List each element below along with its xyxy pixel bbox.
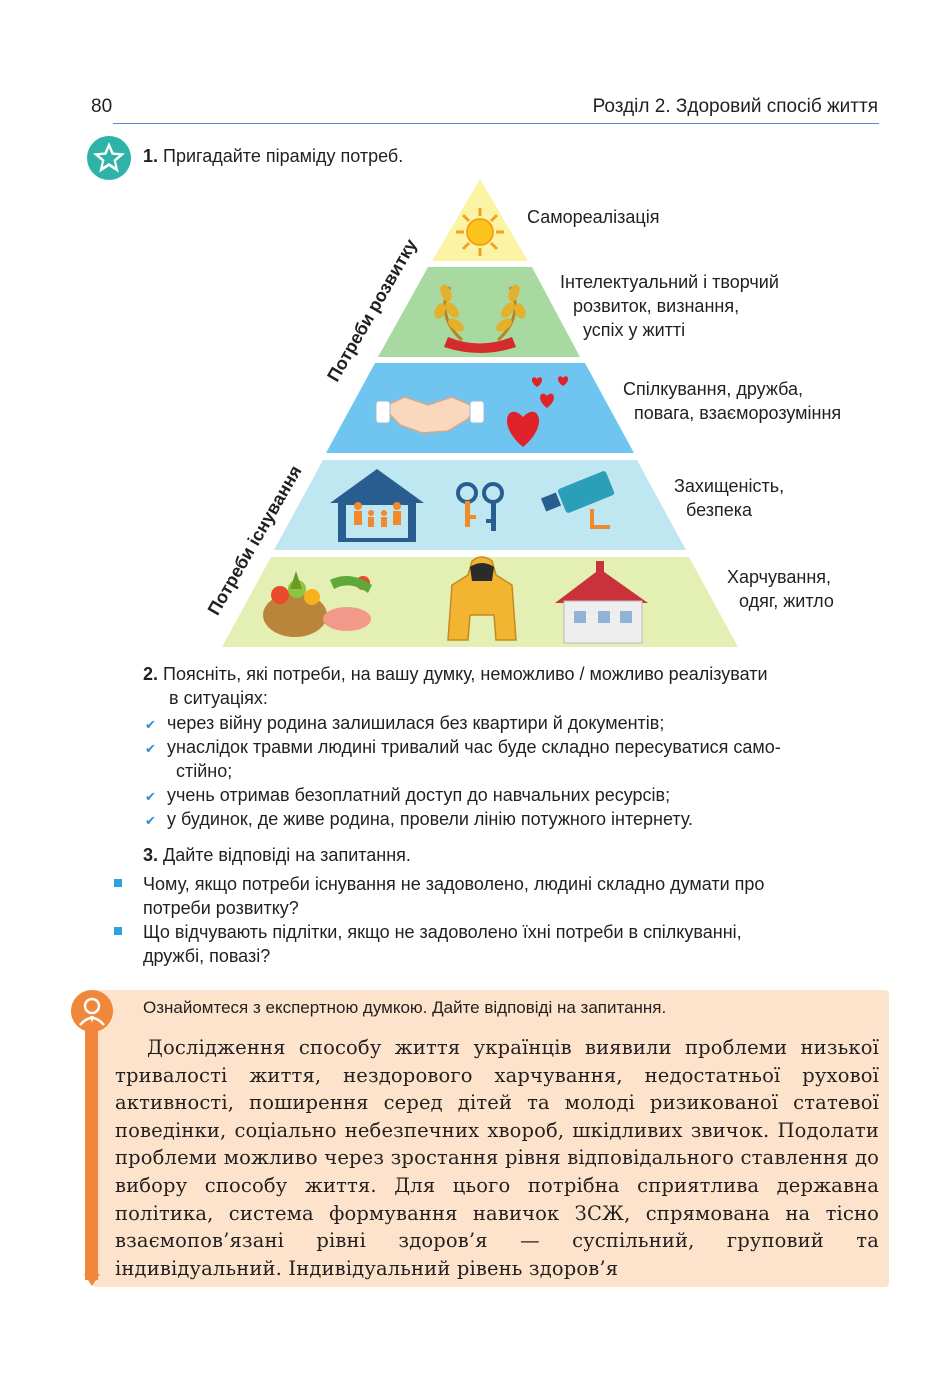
expert-bar	[85, 1018, 98, 1280]
laurel-icon	[434, 284, 526, 353]
pyramid-level-2	[378, 267, 580, 357]
task3-question: Що відчувають підлітки, якщо не задоволе…	[143, 922, 742, 942]
task3-question-cont: потреби розвитку?	[143, 898, 299, 918]
level-4-label: Захищеність, безпека	[674, 476, 785, 520]
check-icon: ✔	[145, 789, 156, 804]
level-3-label: Спілкування, дружба, повага, взаєморозум…	[623, 379, 842, 423]
level-1-label: Самореалізація	[527, 207, 660, 227]
task2-item: ✔у будинок, де живе родина, провели ліні…	[145, 807, 693, 833]
keys-icon	[456, 482, 504, 531]
expert-intro: Ознайомтеся з експертною думкою. Дайте в…	[143, 998, 667, 1017]
needs-pyramid	[222, 179, 738, 647]
task2-line-2: в ситуаціях:	[169, 688, 268, 708]
arrow-down-icon	[84, 1274, 100, 1286]
task2-item: ✔учень отримав безоплатний доступ до нав…	[145, 783, 670, 809]
check-icon: ✔	[145, 717, 156, 732]
expert-icon	[71, 990, 113, 1032]
expert-box	[92, 990, 889, 1287]
task1-number: 1.	[143, 146, 159, 166]
task3-question-cont: дружбі, повазі?	[143, 946, 271, 966]
task3-question: Чому, якщо потреби існування не задоволе…	[143, 874, 765, 894]
pyramid-level-4	[274, 460, 686, 550]
star-icon	[87, 136, 131, 180]
header-rule	[113, 123, 879, 124]
food-basket-icon	[263, 571, 372, 637]
page-number: 80	[91, 96, 113, 117]
level-5-label: Харчування, одяг, житло	[727, 567, 834, 611]
bullet-square	[114, 927, 122, 935]
sun-icon	[456, 208, 504, 256]
task1: 1. Пригадайте піраміду потреб.	[143, 146, 403, 167]
raincoat-icon	[447, 556, 517, 641]
bullet-square	[114, 879, 122, 887]
task2-item: ✔унаслідок травми людині тривалий час бу…	[145, 735, 781, 761]
handshake-icon	[375, 396, 485, 434]
check-icon: ✔	[145, 741, 156, 756]
check-icon: ✔	[145, 813, 156, 828]
security-camera-icon	[540, 471, 615, 529]
level-2-label: Інтелектуальний і творчий розвиток, визн…	[560, 272, 779, 340]
task2-item: ✔через війну родина залишилася без кварт…	[145, 711, 664, 737]
expert-text: Дослідження способу життя українців вияв…	[115, 1036, 879, 1280]
hearts-icon	[506, 376, 569, 447]
house-icon	[555, 561, 648, 644]
task2-line-1: 2. Поясніть, які потреби, на вашу думку,…	[143, 664, 768, 684]
task1-text: Пригадайте піраміду потреб.	[163, 146, 404, 166]
task2-item-cont: стійно;	[176, 761, 233, 781]
chapter-title: Розділ 2. Здоровий спосіб життя	[592, 96, 878, 117]
task3: 3. Дайте відповіді на запитання.	[143, 845, 411, 865]
house-family-icon	[330, 469, 424, 542]
